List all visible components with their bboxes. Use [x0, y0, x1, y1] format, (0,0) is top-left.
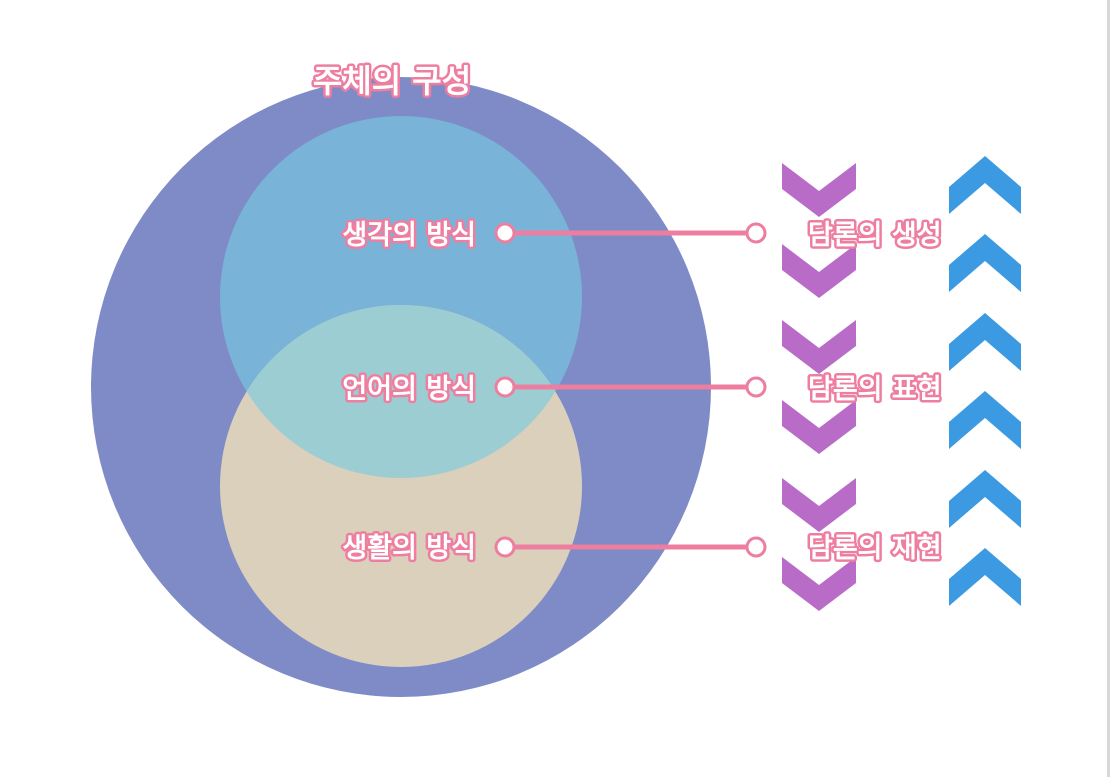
page-edge [1107, 0, 1110, 777]
overlap-region [220, 305, 582, 478]
connector-1 [494, 222, 767, 244]
diagram-title: 주체의 구성 [313, 62, 471, 100]
chevron-up-icon [949, 156, 1021, 214]
chevron-down-icon [782, 400, 856, 454]
chevron-up-icon [949, 313, 1021, 371]
outer-label-generation: 담론의 생성 [808, 220, 942, 251]
outer-label-representation: 담론의 재현 [808, 533, 942, 564]
chevron-down-icon [782, 478, 856, 532]
outer-label-expression: 담론의 표현 [808, 374, 942, 405]
chevron-up-icon [949, 391, 1021, 449]
chevron-down-icon [782, 244, 856, 298]
chevron-down-icon [782, 557, 856, 611]
chevron-down-icon [782, 320, 856, 374]
inner-label-living: 생활의 방식 [342, 533, 476, 564]
connector-3 [494, 536, 767, 558]
chevron-up-icon [949, 548, 1021, 606]
connector-2 [494, 376, 767, 398]
inner-label-language: 언어의 방식 [342, 374, 476, 405]
chevron-down-icon [782, 163, 856, 217]
chevron-up-icon [949, 234, 1021, 292]
inner-label-thinking: 생각의 방식 [342, 220, 476, 251]
chevron-up-icon [949, 470, 1021, 528]
